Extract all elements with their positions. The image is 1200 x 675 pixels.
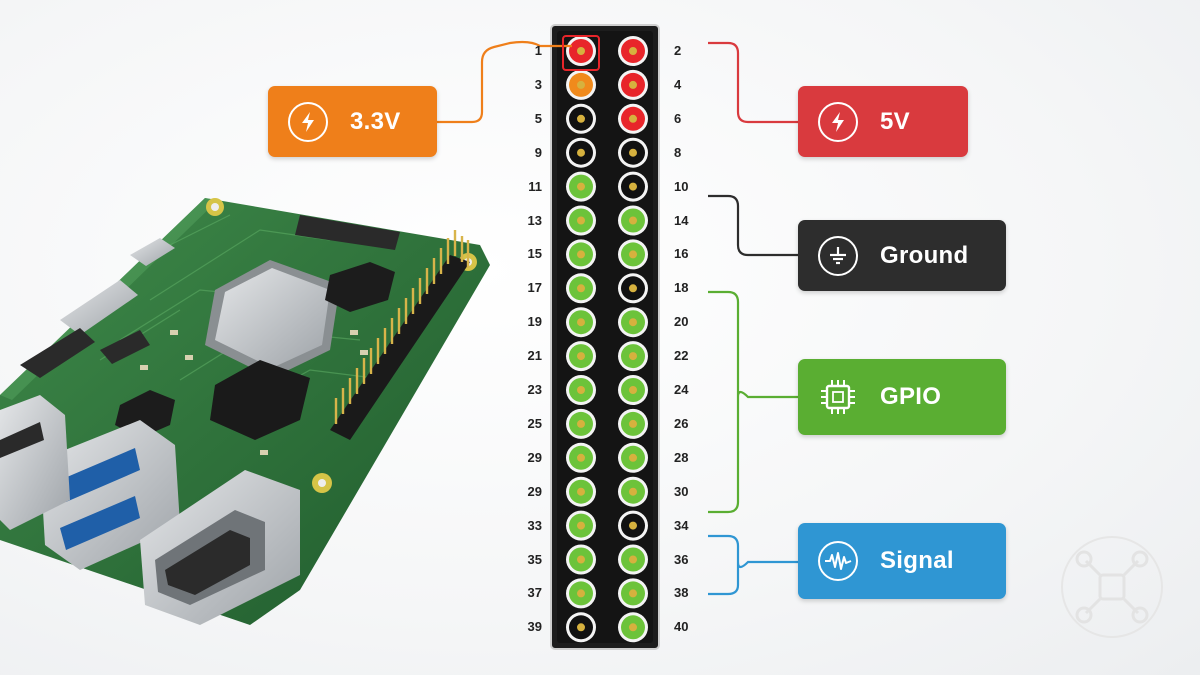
pin-number-label: 26 [674, 415, 689, 431]
pin-number-label: 29 [527, 449, 542, 465]
pin-left-12 [566, 408, 596, 439]
pin1-highlight [562, 35, 600, 71]
pin-right-13 [618, 442, 648, 473]
pin-right-16 [618, 544, 648, 575]
pin-number-label: 20 [674, 314, 689, 330]
legend-5v-label: 5V [880, 107, 910, 135]
pin-number-label: 14 [674, 212, 689, 228]
pin-number-label: 38 [674, 585, 689, 601]
pin-number-label: 18 [674, 280, 689, 296]
pin-left-7 [566, 239, 596, 270]
pin-number-label: 10 [674, 178, 689, 194]
lightning-icon [288, 101, 328, 142]
connector-signal [708, 534, 798, 596]
waveform-icon [818, 541, 858, 581]
legend-gpio: GPIO [798, 359, 1006, 435]
pin-right-14 [618, 476, 648, 507]
pin-number-label: 17 [527, 280, 542, 296]
pin-right-7 [618, 239, 648, 270]
pin-left-8 [566, 273, 596, 304]
pin-right-1 [618, 36, 648, 66]
pin-left-15 [566, 510, 596, 541]
pin-left-10 [566, 341, 596, 372]
pin-right-3 [618, 103, 648, 134]
pin-number-label: 15 [527, 246, 542, 262]
connector-gpio [708, 290, 798, 514]
pin-left-5 [566, 171, 596, 202]
pin-left-3 [566, 103, 596, 134]
pin-number-label: 22 [674, 348, 689, 364]
pin-right-2 [618, 69, 648, 100]
pin-number-label: 25 [527, 415, 542, 431]
pin-number-label: 34 [674, 517, 689, 533]
pin-right-8 [618, 273, 648, 304]
pin-number-label: 23 [527, 382, 542, 397]
pin-left-9 [566, 307, 596, 338]
pin-right-17 [618, 578, 648, 609]
pin-number-label: 29 [527, 483, 542, 499]
pin-left-4 [566, 137, 596, 168]
pin-right-10 [618, 341, 648, 372]
pin-left-2 [566, 69, 596, 100]
pin-number-label: 40 [674, 619, 689, 635]
pin-number-label: 13 [527, 212, 542, 228]
pin-number-label: 5 [534, 110, 542, 126]
pin-right-9 [618, 307, 648, 338]
legend-ground-label: Ground [880, 241, 969, 269]
pin-left-13 [566, 442, 596, 473]
legend-3v3-label: 3.3V [350, 107, 401, 135]
pin-number-label: 39 [527, 619, 542, 635]
pin-number-label: 16 [674, 246, 689, 262]
pin-number-label: 1 [534, 43, 542, 58]
legend-5v: 5V [798, 86, 968, 157]
connector-5v [708, 41, 798, 124]
pin-number-label: 37 [527, 585, 542, 601]
pin-left-18 [566, 612, 596, 643]
pin-left-14 [566, 476, 596, 507]
pin-number-label: 30 [674, 483, 689, 499]
connector-3v3 [437, 40, 572, 124]
pin-number-label: 6 [674, 110, 682, 126]
pin-number-label: 2 [674, 43, 682, 58]
pin-right-4 [618, 137, 648, 168]
pin-right-11 [618, 375, 648, 405]
pin-number-label: 4 [674, 76, 682, 92]
pin-group [566, 36, 648, 643]
pin-right-18 [618, 612, 648, 643]
pin-right-12 [618, 408, 648, 439]
ground-symbol-icon [818, 235, 858, 276]
lightning-icon [818, 101, 858, 142]
pin-number-label: 11 [528, 178, 542, 194]
pin-number-label: 28 [674, 449, 689, 465]
pin-number-label: 8 [674, 144, 682, 160]
pin-number-label: 19 [527, 314, 542, 330]
legend-signal: Signal [798, 523, 1006, 599]
pin-left-11 [566, 375, 596, 405]
drone-icon [1061, 536, 1163, 638]
legend-signal-label: Signal [880, 547, 954, 574]
pin-number-label: 24 [674, 382, 689, 397]
pin-number-label: 36 [674, 551, 689, 567]
pin-number-label: 9 [534, 144, 542, 160]
legend-ground: Ground [798, 220, 1006, 291]
pin-left-16 [566, 544, 596, 575]
connector-ground [708, 194, 798, 257]
pin-left-17 [566, 578, 596, 609]
pin-left-6 [566, 205, 596, 236]
pin-number-label: 21 [527, 348, 542, 364]
pin-number-label: 33 [527, 517, 542, 533]
pin-number-label: 3 [534, 76, 542, 92]
pin-left-1 [566, 36, 596, 66]
pin-right-5 [618, 171, 648, 202]
chip-icon [818, 377, 858, 417]
pin-number-label: 35 [527, 551, 542, 567]
legend-gpio-label: GPIO [880, 383, 942, 410]
pin-right-6 [618, 205, 648, 236]
pin-right-15 [618, 510, 648, 541]
legend-3v3: 3.3V [268, 86, 437, 157]
